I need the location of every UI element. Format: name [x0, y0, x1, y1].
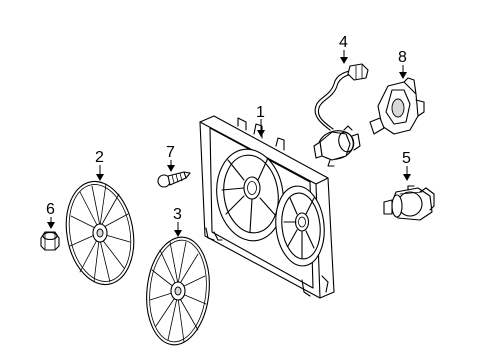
callout-4-label: 4	[339, 34, 348, 51]
callout-8-arrowhead	[399, 72, 407, 79]
part-5-fan-motor	[383, 185, 435, 221]
callout-1-label: 1	[256, 104, 265, 121]
callout-6-label: 6	[46, 201, 55, 218]
callout-3-arrowhead	[174, 230, 182, 237]
callout-8-label: 8	[398, 49, 407, 66]
callout-2-arrowhead	[96, 174, 104, 181]
part-2-fan-blade	[65, 180, 135, 286]
callout-4-arrowhead	[340, 57, 348, 64]
callout-7-label: 7	[166, 144, 175, 161]
callout-3-label: 3	[173, 206, 182, 223]
callout-1-arrowhead	[257, 130, 265, 137]
part-8-motor-bracket	[369, 77, 425, 135]
callout-2-label: 2	[95, 149, 104, 166]
part-3-fan-blade	[146, 236, 210, 346]
part-1-fan-shroud	[199, 115, 335, 299]
part-4-fan-motor-with-harness	[313, 63, 369, 167]
callout-5-arrowhead	[403, 174, 411, 181]
callout-7-arrowhead	[167, 165, 175, 172]
callout-6-arrowhead	[47, 222, 55, 229]
part-7-screw	[157, 171, 191, 188]
callout-5-label: 5	[402, 150, 411, 167]
part-6-cap-nut	[40, 231, 60, 251]
